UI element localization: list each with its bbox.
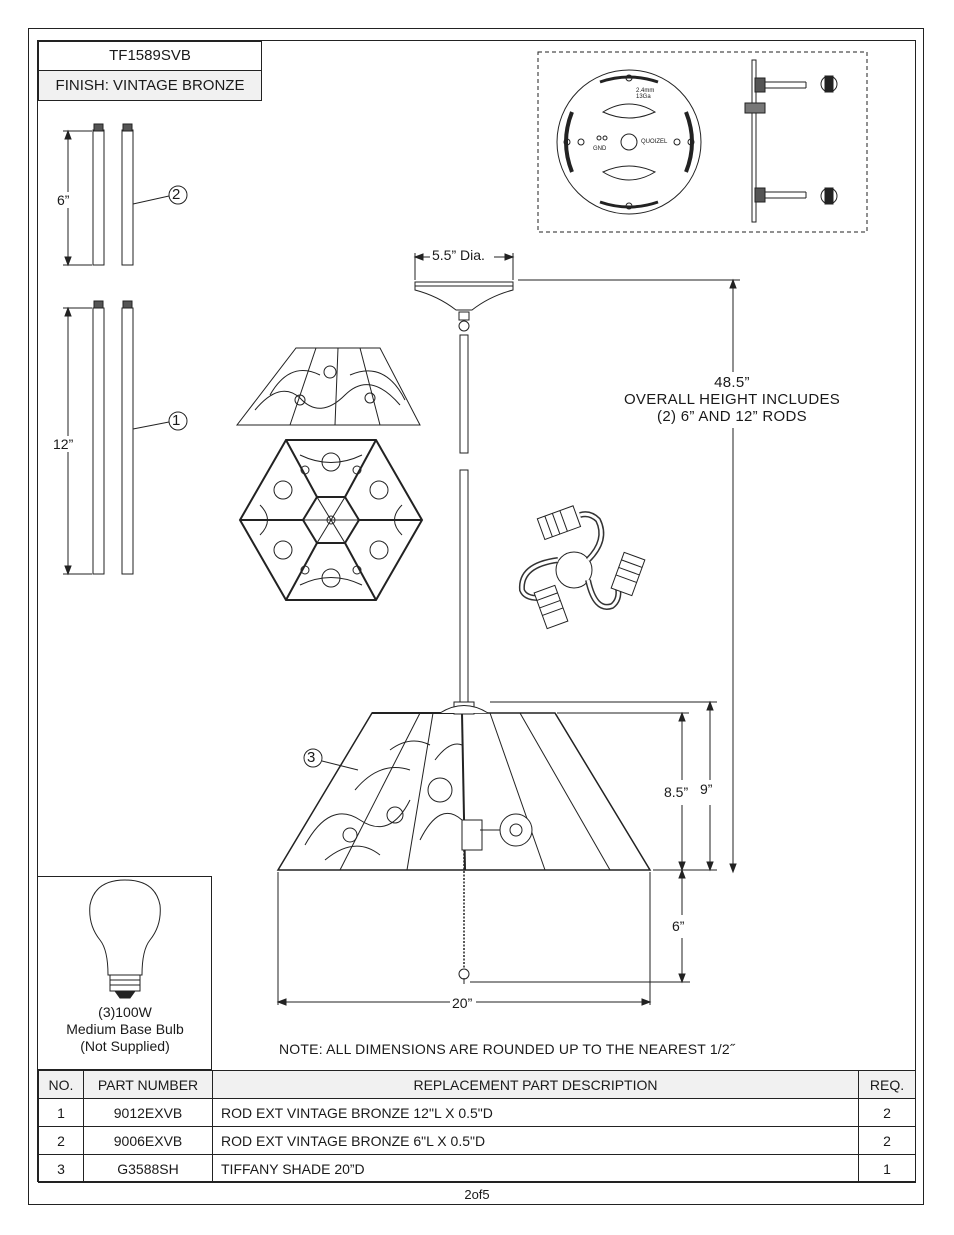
row-no: 3 — [38, 1154, 84, 1183]
bulb-wattage: (3)100W — [98, 1004, 152, 1020]
canopy-diameter-dim: 5.5” Dia. — [432, 247, 485, 263]
page-number: 2of5 — [464, 1187, 490, 1202]
bulb-supplied: (Not Supplied) — [80, 1038, 170, 1054]
parts-table-header: NO. PART NUMBER REPLACEMENT PART DESCRIP… — [38, 1070, 916, 1099]
row-req: 2 — [858, 1098, 916, 1127]
table-row: 2 9006EXVB ROD EXT VINTAGE BRONZE 6"L X … — [38, 1126, 916, 1155]
mounting-plate — [556, 69, 702, 215]
table-row: 1 9012EXVB ROD EXT VINTAGE BRONZE 12"L X… — [38, 1098, 916, 1127]
overall-height-note: 48.5” OVERALL HEIGHT INCLUDES (2) 6” AND… — [612, 374, 852, 425]
shade-side-view — [235, 347, 421, 426]
col-no: NO. — [38, 1070, 84, 1099]
plate-gnd-label: GND — [593, 146, 607, 152]
row-no: 1 — [38, 1098, 84, 1127]
row-req: 1 — [858, 1154, 916, 1183]
row-part-number: 9006EXVB — [83, 1126, 213, 1155]
overall-height-line2: (2) 6” AND 12” RODS — [657, 408, 807, 425]
row-part-number: 9012EXVB — [83, 1098, 213, 1127]
canopy — [414, 281, 514, 332]
socket-cluster — [518, 505, 646, 630]
col-req: REQ. — [858, 1070, 916, 1099]
callout-1: 1 — [172, 412, 181, 429]
shade-width-dim: 20” — [452, 995, 473, 1011]
bulb-icon — [89, 879, 161, 999]
row-part-number: G3588SH — [83, 1154, 213, 1183]
row-description: ROD EXT VINTAGE BRONZE 6"L X 0.5"D — [212, 1126, 859, 1155]
plate-brand-label: QUOIZEL — [641, 139, 668, 145]
overall-height-value: 48.5” — [714, 374, 750, 391]
callout-2: 2 — [172, 186, 181, 203]
bulb-base: Medium Base Bulb — [66, 1021, 184, 1037]
row-no: 2 — [38, 1126, 84, 1155]
row-req: 2 — [858, 1126, 916, 1155]
rod-short-pair — [92, 123, 134, 266]
row-description: TIFFANY SHADE 20”D — [212, 1154, 859, 1183]
bulb-panel — [38, 876, 212, 1070]
shade-height-dim-a: 8.5” — [664, 784, 689, 800]
overall-height-line1: OVERALL HEIGHT INCLUDES — [623, 391, 841, 408]
parts-table: NO. PART NUMBER REPLACEMENT PART DESCRIP… — [38, 1070, 916, 1183]
table-row: 3 G3588SH TIFFANY SHADE 20”D 1 — [38, 1154, 916, 1183]
shade-height-dim-b: 9” — [700, 781, 713, 797]
plate-side-view — [744, 59, 838, 223]
rod-long-pair — [92, 300, 134, 575]
col-description: REPLACEMENT PART DESCRIPTION — [212, 1070, 859, 1099]
shade-top-view — [238, 439, 424, 601]
rod-short-dim: 6” — [57, 192, 70, 208]
main-shade — [276, 701, 652, 871]
model-number: TF1589SVB — [38, 41, 262, 71]
callout-3: 3 — [307, 749, 316, 766]
stem-rods — [459, 334, 469, 703]
chain-length-dim: 6” — [672, 918, 685, 934]
row-description: ROD EXT VINTAGE BRONZE 12"L X 0.5"D — [212, 1098, 859, 1127]
page-border — [28, 28, 924, 1205]
bulb-spec: (3)100W Medium Base Bulb (Not Supplied) — [38, 1004, 212, 1055]
col-part-number: PART NUMBER — [83, 1070, 213, 1099]
rod-long-dim: 12” — [53, 436, 74, 452]
dimension-note: NOTE: ALL DIMENSIONS ARE ROUNDED UP TO T… — [279, 1041, 735, 1057]
finish-label: FINISH: VINTAGE BRONZE — [38, 70, 262, 101]
